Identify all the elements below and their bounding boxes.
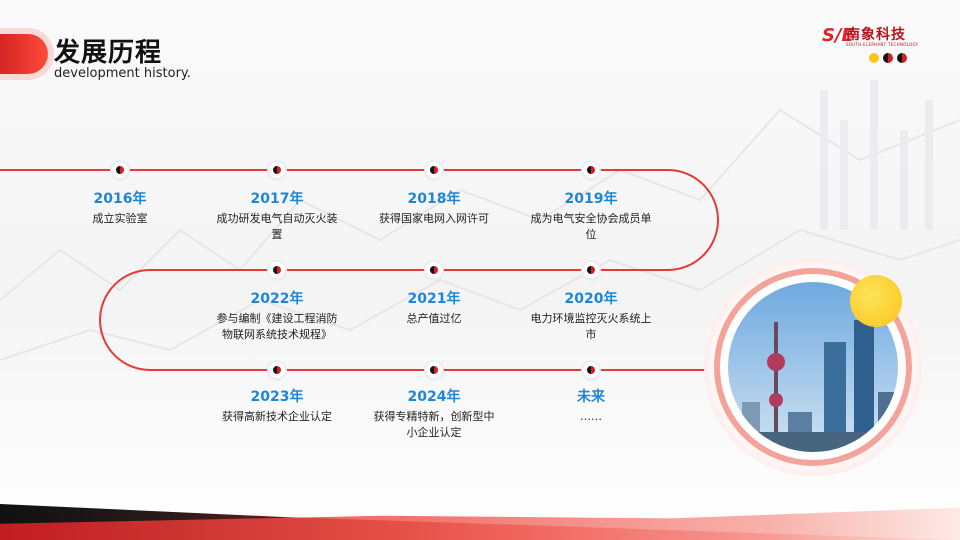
timeline-item: 2023年 获得高新技术企业认定 <box>212 388 342 425</box>
timeline-desc: 获得国家电网入网许可 <box>379 212 489 225</box>
timeline-node <box>426 262 442 278</box>
timeline-item: 2021年 总产值过亿 <box>369 290 499 327</box>
timeline-item: 2017年 成功研发电气自动灭火装置 <box>212 190 342 243</box>
timeline-item: 2024年 获得专精特新，创新型中小企业认定 <box>369 388 499 441</box>
timeline-desc: 成为电气安全协会成员单位 <box>530 212 652 241</box>
timeline-item: 2022年 参与编制《建设工程消防物联网系统技术规程》 <box>212 290 342 343</box>
timeline-node <box>269 262 285 278</box>
timeline-year: 2018年 <box>407 191 461 207</box>
timeline-item: 2016年 成立实验室 <box>55 190 185 227</box>
timeline-year: 2019年 <box>564 191 618 207</box>
timeline-year: 2023年 <box>250 389 304 405</box>
timeline-item: 2018年 获得国家电网入网许可 <box>369 190 499 227</box>
timeline-year: 2016年 <box>93 191 147 207</box>
logo-mark-icon: S/E <box>822 25 854 46</box>
title-accent-shape <box>0 34 48 74</box>
timeline-node <box>426 162 442 178</box>
logo-name: 南象科技 <box>846 27 906 43</box>
logo-tagline: SOUTH ELEPHANT TECHNOLOGY <box>846 42 919 47</box>
timeline-desc: 获得专精特新，创新型中小企业认定 <box>373 410 495 439</box>
timeline-node <box>583 262 599 278</box>
page-subtitle: development history. <box>54 66 191 81</box>
timeline-node <box>269 362 285 378</box>
timeline-desc: 电力环境监控灭火系统上市 <box>530 312 652 341</box>
timeline-node <box>426 362 442 378</box>
timeline-desc: 成立实验室 <box>92 212 148 225</box>
timeline-node <box>583 162 599 178</box>
page-title: 发展历程 <box>54 38 163 68</box>
timeline-desc: 获得高新技术企业认定 <box>222 410 332 423</box>
timeline-year: 2022年 <box>250 291 304 307</box>
timeline-desc: 参与编制《建设工程消防物联网系统技术规程》 <box>216 312 338 341</box>
timeline-year: 2017年 <box>250 191 304 207</box>
company-logo: S/E 南象科技 SOUTH ELEPHANT TECHNOLOGY <box>822 24 940 48</box>
timeline-desc: 总产值过亿 <box>406 312 462 325</box>
timeline-node <box>269 162 285 178</box>
timeline-node <box>583 362 599 378</box>
timeline-year: 2024年 <box>407 389 461 405</box>
timeline-desc: 成功研发电气自动灭火装置 <box>216 212 338 241</box>
timeline-year: 2020年 <box>564 291 618 307</box>
timeline-node <box>112 162 128 178</box>
timeline-year: 2021年 <box>407 291 461 307</box>
split-dot-icon <box>897 53 907 63</box>
timeline-item: 2020年 电力环境监控灭火系统上市 <box>526 290 656 343</box>
timeline-year: 未来 <box>577 389 605 405</box>
yellow-accent-ball <box>850 275 902 327</box>
timeline-item: 2019年 成为电气安全协会成员单位 <box>526 190 656 243</box>
timeline-desc: …… <box>580 410 602 423</box>
timeline-item: 未来 …… <box>526 388 656 425</box>
split-dot-icon <box>883 53 893 63</box>
yellow-dot-icon <box>869 53 879 63</box>
image-frame <box>704 258 922 476</box>
